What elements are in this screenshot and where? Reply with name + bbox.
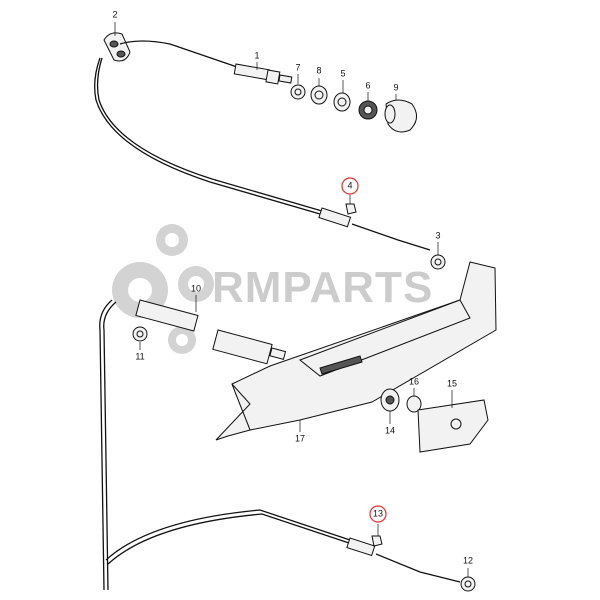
callout-11: 11 — [135, 351, 144, 361]
callout-7: 7 — [295, 62, 300, 72]
callout-10: 10 — [191, 283, 201, 293]
leader-lines — [114, 22, 469, 577]
nut-part-8 — [310, 85, 328, 105]
bushing-part-6 — [358, 100, 378, 120]
callout-labels: 2 1 7 8 5 6 9 4 3 10 11 17 14 16 15 13 1… — [112, 9, 473, 565]
washer-part-5 — [333, 92, 351, 112]
callout-17: 17 — [295, 433, 305, 443]
callout-6: 6 — [365, 80, 370, 90]
callout-1: 1 — [254, 50, 259, 60]
lower-cable-assembly — [99, 299, 287, 591]
cable-end-upper — [318, 203, 446, 270]
callout-12: 12 — [463, 555, 473, 565]
washer-part-7 — [290, 84, 306, 100]
clip-part-4 — [345, 203, 357, 215]
callout-3: 3 — [435, 230, 440, 240]
highlight-circle-13 — [369, 505, 387, 523]
callout-5: 5 — [340, 68, 345, 78]
washer-part-3 — [430, 254, 446, 270]
cable-housing-part-1 — [233, 63, 293, 85]
callout-8: 8 — [316, 65, 321, 75]
highlight-circle-4 — [341, 177, 359, 195]
clip-part-13 — [371, 535, 383, 547]
knob-part-14 — [380, 388, 400, 412]
watermark-logo: RMPARTS — [112, 224, 433, 354]
grommet-part-2 — [103, 32, 131, 62]
knob-part-9 — [384, 99, 417, 133]
washer-part-12 — [460, 576, 476, 592]
trim-panel-part-17 — [215, 261, 497, 441]
callout-2: 2 — [112, 9, 117, 19]
callout-15: 15 — [447, 378, 457, 388]
callout-4: 4 — [347, 180, 352, 190]
callout-16: 16 — [409, 376, 419, 386]
gear-icon — [112, 224, 214, 354]
callout-13: 13 — [373, 508, 383, 518]
callout-9: 9 — [393, 82, 398, 92]
cable-housing-part-10 — [135, 299, 287, 365]
watermark-text: RMPARTS — [212, 263, 433, 312]
upper-cable — [94, 32, 446, 270]
callout-14: 14 — [385, 425, 395, 435]
cover-part-15 — [417, 399, 489, 453]
cable-end-lower — [105, 509, 476, 592]
nut-part-11 — [132, 326, 148, 342]
